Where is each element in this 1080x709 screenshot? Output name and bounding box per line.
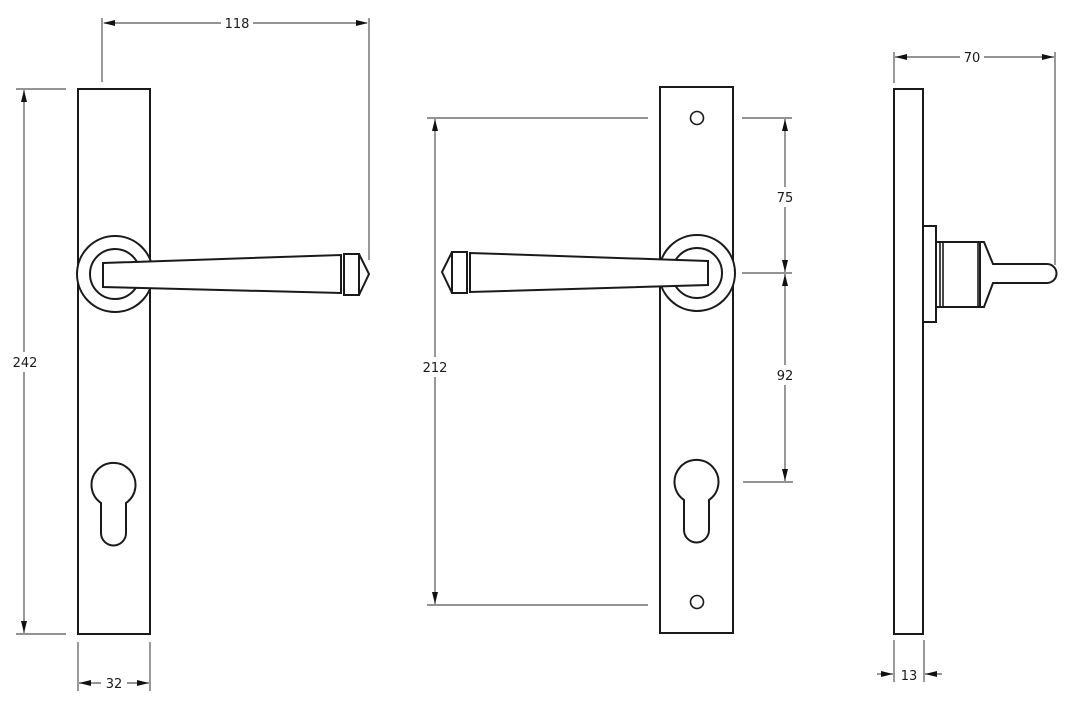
side-view: 70 13 bbox=[877, 48, 1058, 684]
fixing-hole-top bbox=[689, 110, 705, 126]
lever-tip-right bbox=[440, 251, 453, 294]
front-view-right: 212 75 92 bbox=[420, 86, 798, 634]
lever-tip-left bbox=[358, 253, 371, 296]
dimension-label-242: 242 bbox=[13, 356, 38, 371]
euro-cylinder-cutout-left bbox=[90, 461, 137, 547]
dimension-118: 118 bbox=[101, 14, 370, 260]
dimension-212: 212 bbox=[420, 117, 648, 606]
dimension-70: 70 bbox=[893, 48, 1056, 265]
euro-cylinder-cutout-right bbox=[673, 458, 720, 544]
lever-neck-side bbox=[979, 241, 1058, 308]
dimension-242: 242 bbox=[10, 88, 66, 635]
dimension-label-212: 212 bbox=[423, 361, 448, 376]
lever-end-cap-left bbox=[343, 253, 360, 296]
dimension-label-32: 32 bbox=[106, 677, 123, 692]
lever-right bbox=[469, 251, 709, 294]
dimension-92: 92 bbox=[743, 274, 798, 483]
dimension-75: 75 bbox=[742, 117, 798, 274]
dimension-label-118: 118 bbox=[225, 17, 250, 32]
dimension-label-92: 92 bbox=[777, 369, 794, 384]
dimension-label-13: 13 bbox=[901, 669, 918, 684]
backplate-left bbox=[77, 88, 151, 635]
lever-end-cap-right bbox=[451, 251, 468, 294]
fixing-hole-bottom bbox=[689, 594, 705, 610]
backplate-right bbox=[659, 86, 734, 634]
dimension-32: 32 bbox=[77, 642, 151, 692]
dimension-13: 13 bbox=[877, 640, 942, 684]
rose-side bbox=[922, 225, 937, 323]
dimension-label-75: 75 bbox=[777, 191, 794, 206]
dimension-label-70: 70 bbox=[964, 51, 981, 66]
front-view-left: 118 242 32 bbox=[10, 14, 371, 692]
backplate-side bbox=[893, 88, 924, 635]
